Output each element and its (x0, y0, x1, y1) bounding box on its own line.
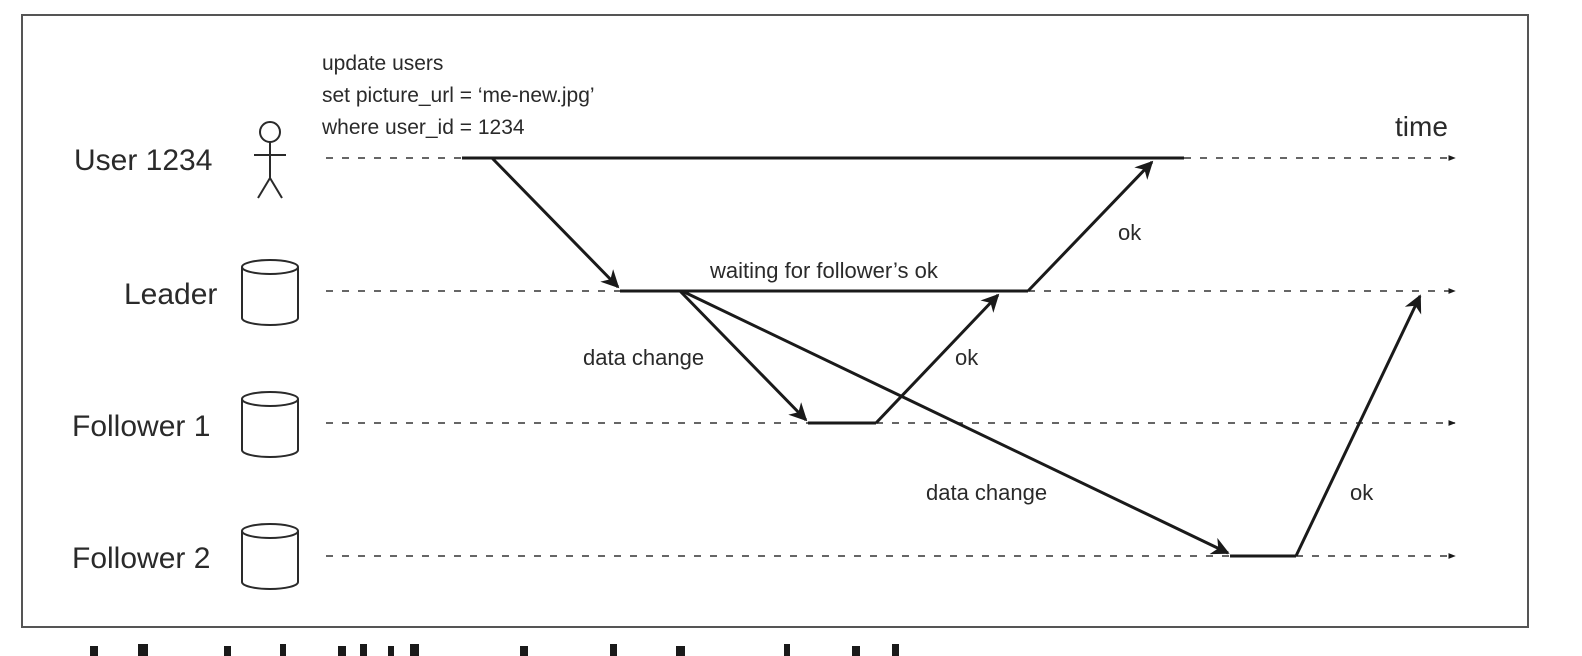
ok-label-leader-to-user: ok (1118, 220, 1142, 245)
query-line-1: update users (322, 52, 443, 75)
actor-label-user: User 1234 (74, 144, 212, 177)
timelines (326, 155, 1456, 559)
database-icon (241, 391, 299, 458)
waiting-label: waiting for follower’s ok (709, 258, 939, 283)
message-arrows (490, 156, 1422, 557)
database-icon (241, 259, 299, 326)
ok-label-follower-2: ok (1350, 480, 1374, 505)
actor-label-follower-2: Follower 2 (72, 542, 210, 575)
data-change-label-2: data change (926, 480, 1047, 505)
ok-label-follower-1: ok (955, 345, 979, 370)
database-icon (241, 523, 299, 590)
diagram-frame (21, 14, 1529, 628)
actor-label-leader: Leader (124, 278, 217, 311)
arrow-follower-1-to-leader (874, 293, 1000, 425)
arrow-leader-to-follower-2 (681, 289, 1230, 555)
query-line-2: set picture_url = ‘me-new.jpg’ (322, 84, 595, 107)
time-label: time (1395, 111, 1448, 142)
query-line-3: where user_id = 1234 (321, 116, 525, 139)
data-change-label-1: data change (583, 345, 704, 370)
arrow-leader-to-follower-1 (678, 289, 808, 422)
stick-figure-icon (254, 121, 286, 199)
cropped-text-fragments (90, 644, 899, 656)
arrow-user-to-leader (490, 156, 620, 289)
actor-label-follower-1: Follower 1 (72, 410, 210, 443)
active-segments (462, 156, 1296, 558)
arrow-follower-2-to-leader (1294, 294, 1422, 557)
arrow-leader-to-user (1026, 160, 1154, 293)
